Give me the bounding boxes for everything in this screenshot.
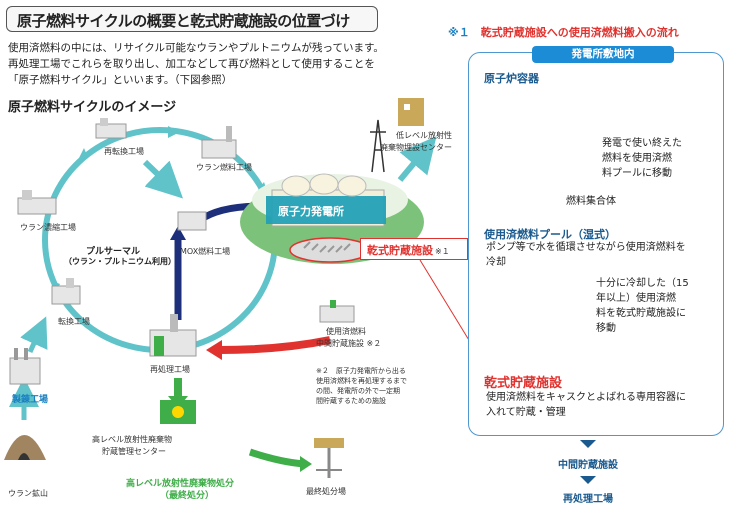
dry-storage-text: 使用済燃料をキャスクとよばれる専用容器に 入れて貯蔵・管理 [486, 390, 686, 420]
uranium-mine-icon [4, 435, 46, 460]
pool-text: ポンプ等で水を循環させながら使用済燃料を 冷却 [486, 240, 686, 270]
flow-heading: ※１ 乾式貯蔵施設への使用済燃料搬入の流れ [448, 24, 679, 40]
intro-line-3: 「原子燃料サイクル」といいます。（下図参照） [8, 74, 233, 86]
cooled-text-4: 移動 [596, 323, 616, 334]
reactor-text-2: 燃料を使用済燃 [602, 153, 672, 164]
label-mox: MOX燃料工場 [180, 247, 231, 256]
reconversion-arrow [142, 159, 183, 199]
label-mine: ウラン鉱山 [8, 489, 48, 498]
note-2-line-2: 使用済燃料を再処理するまで [316, 377, 407, 385]
final-disposal-icon [314, 438, 344, 478]
pylon-icon [370, 119, 386, 173]
reconversion-plant-icon [95, 118, 127, 139]
cooled-text-1: 十分に冷却した（15 [596, 278, 689, 289]
cycle-subtitle: 原子燃料サイクルのイメージ [8, 100, 177, 115]
label-lowlevel-2: 廃棄物埋設センター [380, 143, 452, 152]
uranium-fuel-plant-icon [201, 126, 237, 159]
label-lowlevel-1: 低レベル放射性 [396, 131, 452, 140]
dry-storage-callout: 乾式貯蔵施設※１ [360, 238, 468, 260]
dry-storage-text-1: 使用済燃料をキャスクとよばれる専用容器に [486, 392, 686, 403]
pool-inner-label: 使用済燃料 [514, 331, 560, 341]
intro-line-1: 使用済燃料の中には、リサイクル可能なウランやプルトニウムが残っています。 [8, 42, 384, 54]
loop-arrow-upper-left [78, 148, 88, 160]
label-hlw-disposal-2: （最終処分） [160, 491, 215, 501]
reactor-text: 発電で使い終えた 燃料を使用済燃 料プールに移動 [602, 136, 682, 181]
smelting-plant-icon [9, 348, 41, 385]
label-smelting: 製錬工場 [12, 395, 49, 405]
label-hlw-center-1: 高レベル放射性廃棄物 [92, 435, 172, 444]
site-tab: 発電所敷地内 [532, 46, 674, 63]
interim-label: 中間貯蔵施設 [558, 460, 618, 471]
dry-storage-text-2: 入れて貯蔵・管理 [486, 407, 566, 418]
dry-storage-title: 乾式貯蔵施設 [484, 376, 563, 391]
hlw-center-icon [160, 400, 196, 424]
enrichment-plant-icon [17, 190, 57, 215]
pluthermal-label: プルサーマル [86, 247, 141, 257]
label-hlw-center-2: 貯蔵管理センター [102, 447, 166, 456]
note-2: ※２ 原子力発電所から出る 使用済燃料を再処理するまで の間、発電所の外で一定期… [316, 366, 407, 406]
page-title: 原子燃料サイクルの概要と乾式貯蔵施設の位置づけ [6, 6, 378, 32]
label-interim-2: 中間貯蔵施設 ※２ [316, 339, 382, 348]
cooled-text-3: 料を乾式貯蔵施設に [596, 308, 686, 319]
note-2-line-3: の間、発電所の外で一定期 [316, 387, 400, 395]
pool-text-2: 冷却 [486, 257, 506, 268]
label-reconversion: 再転換工場 [104, 147, 144, 156]
label-interim-1: 使用済燃料 [326, 327, 366, 336]
note-2-line-1: ※２ 原子力発電所から出る [316, 367, 406, 375]
reprocessing-plant-icon [149, 314, 197, 357]
cooled-text-2: 年以上）使用済燃 [596, 293, 676, 304]
label-plant: 原子力発電所 [278, 205, 344, 218]
reactor-text-3: 料プールに移動 [602, 168, 672, 179]
pool-title: 使用済燃料プール（湿式） [484, 228, 616, 241]
mox-plant-icon [177, 211, 207, 231]
label-final-site: 最終処分場 [306, 487, 346, 496]
dry-storage-callout-text: 乾式貯蔵施設 [367, 244, 433, 257]
loop-arrow-top [168, 126, 180, 138]
label-conversion: 転換工場 [58, 317, 90, 326]
label-hlw-disposal-1: 高レベル放射性廃棄物処分 [126, 479, 235, 489]
intro-line-2: 再処理工場でこれらを取り出し、加工などして再び燃料として使用することを [8, 58, 375, 70]
cooled-text: 十分に冷却した（15 年以上）使用済燃 料を乾式貯蔵施設に 移動 [596, 276, 689, 336]
flow-heading-mark: ※１ [448, 26, 470, 39]
label-enrichment: ウラン濃縮工場 [20, 223, 76, 232]
intro-text: 使用済燃料の中には、リサイクル可能なウランやプルトニウムが残っています。 再処理… [8, 40, 428, 88]
interim-to-reprocessing-arrow [219, 336, 331, 354]
dry-storage-callout-mark: ※１ [435, 247, 450, 256]
pool-text-1: ポンプ等で水を循環させながら使用済燃料を [486, 242, 686, 253]
fuel-assembly-label: 燃料集合体 [566, 196, 616, 207]
label-uranium-fuel: ウラン燃料工場 [196, 163, 252, 172]
label-reprocessing: 再処理工場 [150, 365, 190, 374]
reprocessing-label: 再処理工場 [563, 494, 613, 505]
reactor-text-1: 発電で使い終えた [602, 138, 682, 149]
interim-storage-icon [319, 300, 355, 323]
plant-to-lowlevel-arrow [397, 136, 437, 182]
conversion-plant-icon [51, 278, 81, 305]
pluthermal-sub: （ウラン・プルトニウム利用） [64, 257, 176, 266]
lowlevel-center-icon [398, 98, 424, 126]
hlw-to-disposal-arrow [248, 448, 305, 468]
flow-heading-text: 乾式貯蔵施設への使用済燃料搬入の流れ [480, 26, 679, 39]
smelting-to-conversion-arrow [20, 316, 48, 354]
note-2-line-4: 間貯蔵するための施設 [316, 397, 386, 405]
reactor-title: 原子炉容器 [484, 72, 539, 85]
